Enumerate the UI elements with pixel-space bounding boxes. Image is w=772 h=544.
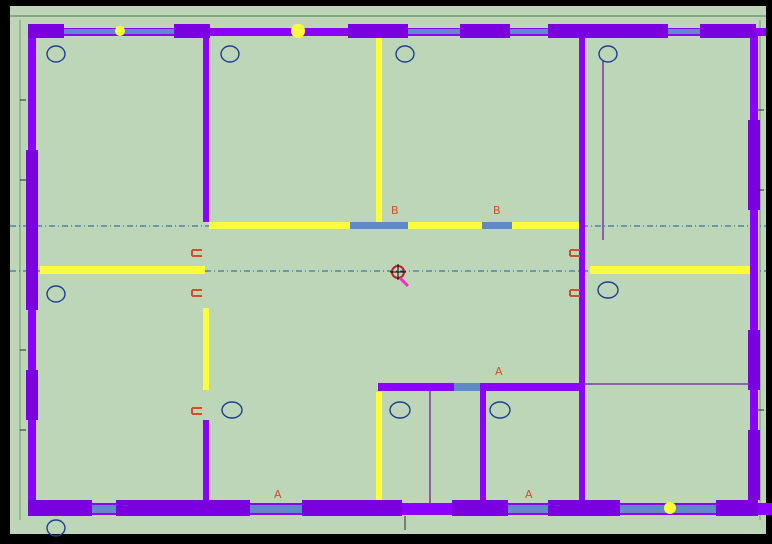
section-mark-a-bottom-right: A (525, 488, 533, 501)
wall-lower-room-top (378, 383, 585, 391)
wall-thick-segments (26, 24, 760, 516)
column-marker-icon (569, 289, 580, 297)
beam-vertical-bottom (376, 392, 382, 500)
ellipse-tag-icon (221, 401, 243, 419)
section-marks: B B A A A (274, 204, 533, 501)
wall-inner-right (579, 36, 585, 508)
beam-vertical-left (203, 308, 209, 390)
center-point-icon (390, 264, 410, 288)
column-marker-icon (191, 249, 202, 257)
ellipse-tag-icon (46, 519, 66, 537)
highlight-nodes (115, 24, 676, 514)
wall-inner-left-bottom (203, 420, 209, 508)
column-marker-icon (569, 249, 580, 257)
ellipse-tag-icon (489, 401, 511, 419)
section-mark-b-right: B (493, 204, 501, 217)
section-mark-a-bottom-left: A (274, 488, 282, 501)
ellipse-tag-icon (395, 45, 415, 63)
ellipse-tags (46, 45, 619, 537)
wall-lower-room-divider (480, 391, 486, 508)
beam-right (590, 266, 752, 274)
wall-right (750, 28, 758, 516)
section-mark-a-middle: A (495, 365, 503, 378)
ellipse-tag-icon (46, 45, 66, 63)
ellipse-tag-icon (598, 45, 618, 63)
column-marker-icon (191, 289, 202, 297)
wall-ticks (20, 99, 764, 530)
column-markers (191, 249, 580, 415)
column-marker-icon (191, 407, 202, 415)
beam-left (40, 266, 205, 274)
section-mark-b-left: B (391, 204, 399, 217)
ellipse-tag-icon (220, 45, 240, 63)
beam-vertical-top (376, 36, 382, 224)
room-lines (429, 60, 750, 503)
wall-inner-left-top (203, 36, 209, 222)
ellipse-tag-icon (46, 285, 66, 303)
ellipse-tag-icon (389, 401, 411, 419)
ellipse-tag-icon (597, 281, 619, 299)
